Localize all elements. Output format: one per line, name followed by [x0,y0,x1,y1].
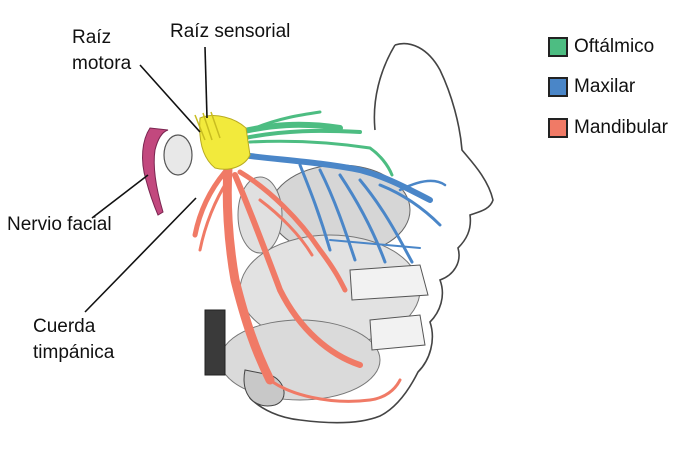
label-raiz-motora-line2: motora [72,53,132,74]
maxillary-branch [239,152,447,264]
forehead-line [373,44,396,131]
legend-item-maxilar: Maxilar [548,76,635,98]
legend-swatch-maxilar [548,77,568,97]
leader-raiz-motora [139,64,201,133]
legend-label-mandibular: Mandibular [574,117,668,138]
label-nervio-facial: Nervio facial [7,214,112,235]
legend-label-oftalmico: Oftálmico [574,36,655,57]
mandibular-branch [192,163,402,403]
leader-lines [84,46,208,313]
label-cuerda-timpanica: Cuerda timpánica [33,315,114,365]
ear-canal [163,134,193,176]
legend-swatch-oftalmico [548,37,568,57]
face-profile [299,42,494,424]
label-raiz-sensorial: Raíz sensorial [170,21,291,42]
facial-nerve-shape [142,127,169,216]
legend-item-mandibular: Mandibular [548,117,668,139]
label-raiz-motora-line1: Raíz [72,27,112,48]
legend-swatch-mandibular [548,118,568,138]
ophthalmic-branch [237,110,394,177]
label-cuerda-line2: timpánica [33,342,115,363]
sensory-root-stripe [194,111,221,141]
legend-label-maxilar: Maxilar [574,76,636,97]
legend-item-oftalmico: Oftálmico [548,36,654,58]
leader-cuerda-timpanica [84,197,197,313]
leader-raiz-sensorial [204,46,208,119]
label-cuerda-line1: Cuerda [33,316,96,337]
trigeminal-ganglion [199,115,251,170]
label-raiz-motora: Raíz motora [72,26,131,76]
leader-nervio-facial [91,174,149,219]
